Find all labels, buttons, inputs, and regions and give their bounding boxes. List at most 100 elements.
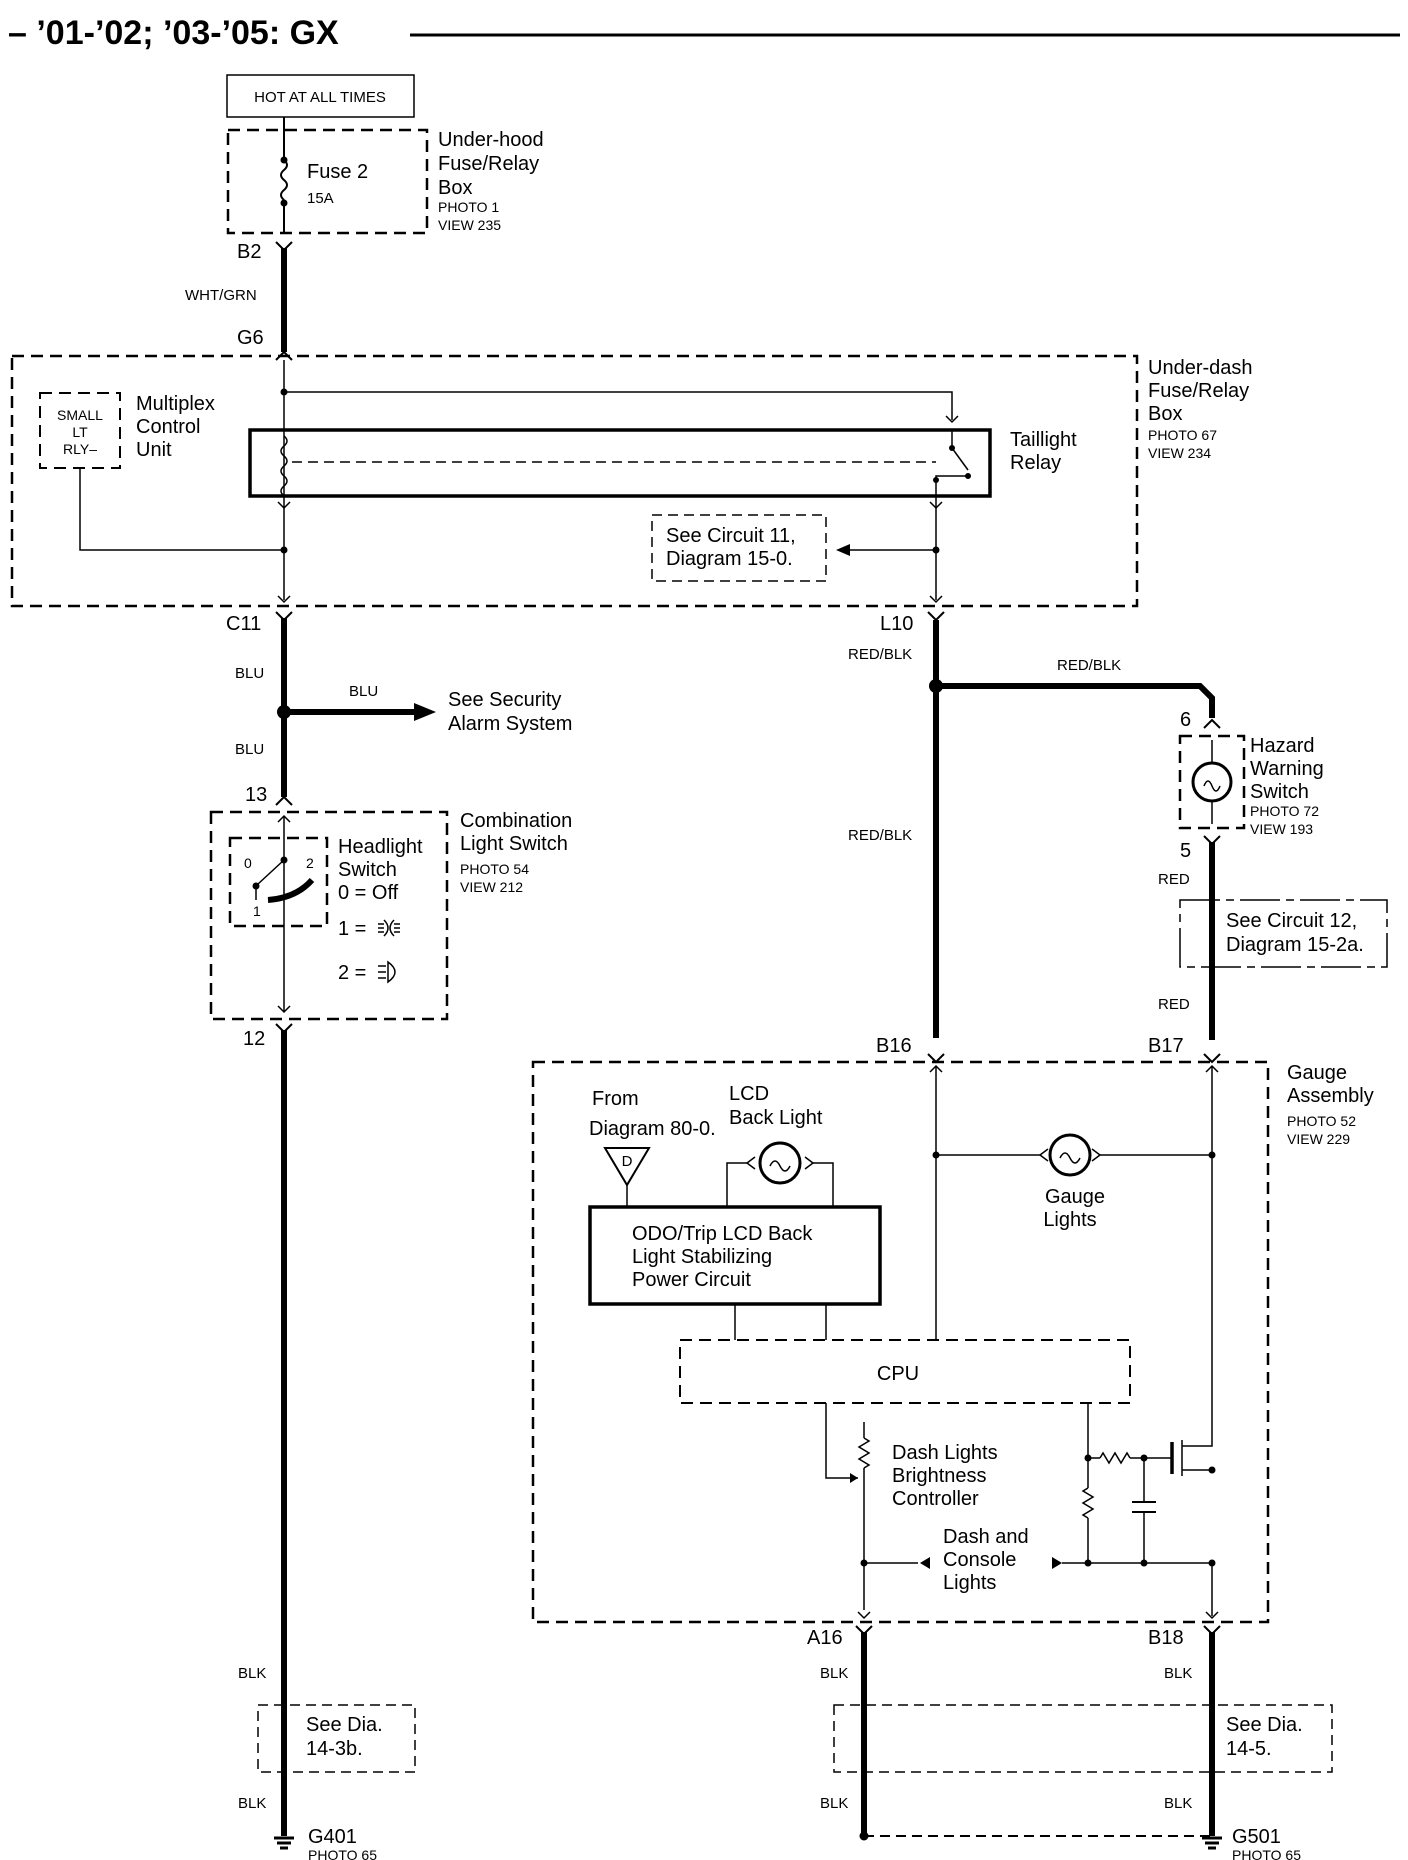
wire-label-blk-4: BLK (1164, 1665, 1192, 1682)
from-line-1: From (592, 1088, 639, 1110)
underhood-name-2: Fuse/Relay (438, 153, 539, 175)
headlight-switch-box (228, 836, 329, 928)
wire-label-red-blk-2: RED/BLK (848, 827, 912, 844)
headlight-two: 2 = (338, 962, 366, 984)
underhood-photo: PHOTO 1 (438, 199, 499, 215)
mcu-name-3: Unit (136, 439, 172, 461)
wire-label-red-2: RED (1158, 996, 1190, 1013)
gauge-name-2: Assembly (1287, 1085, 1374, 1107)
headlight-name-1: Headlight (338, 836, 423, 858)
odo-line-2: Light Stabilizing (632, 1246, 772, 1268)
left-see-dia-line-2: 14-3b. (306, 1738, 363, 1760)
fuse-rating: 15A (307, 190, 334, 207)
dash-console-line-3: Lights (943, 1572, 996, 1594)
connector-c11: C11 (226, 613, 261, 635)
combo-name-1: Combination (460, 810, 572, 832)
mosfet-transistor (1170, 1440, 1213, 1476)
d-terminal-label: D (622, 1153, 633, 1170)
dimmer-line-1: Dash Lights (892, 1442, 998, 1464)
connector-hazard-6: 6 (1180, 709, 1191, 731)
fuse-name: Fuse 2 (307, 161, 368, 183)
gauge-lights-line-1: Gauge (1045, 1186, 1105, 1208)
fuse-symbol (280, 159, 288, 201)
from-line-2: Diagram 80-0. (589, 1118, 716, 1140)
see-circuit-11-line-1: See Circuit 11, (666, 525, 796, 547)
mcu-module-line-1: SMALL (57, 407, 103, 423)
security-line-1: See Security (448, 689, 561, 711)
underdash-box (10, 354, 1139, 608)
parking-light-icon (378, 919, 400, 937)
headlight-pos-0: 0 (244, 855, 252, 871)
headlight-pos-1: 1 (253, 903, 261, 919)
connector-b2: B2 (237, 241, 261, 263)
underhood-view: VIEW 235 (438, 217, 501, 233)
ground-g401-photo: PHOTO 65 (308, 1847, 377, 1860)
gauge-photo: PHOTO 52 (1287, 1113, 1356, 1129)
underdash-view: VIEW 234 (1148, 445, 1211, 461)
relay-name-1: Taillight (1010, 429, 1077, 451)
see-circuit-12-line-1: See Circuit 12, (1226, 910, 1357, 932)
ground-g401-icon (274, 1836, 294, 1850)
wire-label-blu-1: BLU (235, 665, 264, 682)
diagram-title: – ’01-’02; ’03-’05: GX (8, 14, 339, 52)
hazard-photo: PHOTO 72 (1250, 803, 1319, 819)
dimmer-line-2: Brightness (892, 1465, 987, 1487)
see-circuit-11-box (651, 514, 827, 582)
cpu-label: CPU (877, 1363, 919, 1385)
dash-console-line-1: Dash and (943, 1526, 1029, 1548)
headlight-off: 0 = Off (338, 882, 399, 904)
wire-label-blu-3: BLU (235, 741, 264, 758)
ground-g501: G501 (1232, 1826, 1281, 1848)
combination-switch-box (209, 810, 449, 1021)
lcd-line-1: LCD (729, 1083, 769, 1105)
wire-label-blu-2: BLU (349, 683, 378, 700)
see-circuit-11-line-2: Diagram 15-0. (666, 548, 793, 570)
hazard-indicator-bulb (1191, 761, 1233, 803)
hazard-name-1: Hazard (1250, 735, 1314, 757)
left-see-dia-line-1: See Dia. (306, 1714, 383, 1736)
underdash-name-1: Under-dash (1148, 357, 1253, 379)
wire-red-blk-hazard (936, 683, 1215, 718)
gauge-view: VIEW 229 (1287, 1131, 1350, 1147)
wire-label-wht-grn: WHT/GRN (185, 287, 257, 304)
lcd-line-2: Back Light (729, 1107, 823, 1129)
underhood-name-1: Under-hood (438, 129, 544, 151)
gauge-lights-line-2: Lights (1043, 1209, 1096, 1231)
right-see-dia-box (833, 1704, 1333, 1773)
underhood-name-3: Box (438, 177, 472, 199)
gauge-assembly-box (531, 1060, 1270, 1624)
gauge-light-bulb (1048, 1133, 1092, 1177)
mcu-name-2: Control (136, 416, 200, 438)
wire-label-blk-1: BLK (238, 1665, 266, 1682)
gate-resistor (1099, 1451, 1131, 1465)
wire-label-blk-5: BLK (820, 1795, 848, 1812)
connector-g6: G6 (237, 327, 264, 349)
odo-line-3: Power Circuit (632, 1269, 751, 1291)
connector-12: 12 (243, 1028, 265, 1050)
connector-13: 13 (245, 784, 267, 806)
wire-label-blk-3: BLK (820, 1665, 848, 1682)
combo-name-2: Light Switch (460, 833, 568, 855)
dimmer-line-3: Controller (892, 1488, 979, 1510)
mcu-module-line-3: RLY– (63, 441, 97, 457)
ground-g401: G401 (308, 1826, 357, 1848)
dash-console-line-2: Console (943, 1549, 1016, 1571)
switch-contact-arc (267, 877, 315, 903)
relay-name-2: Relay (1010, 452, 1061, 474)
wire-label-red-1: RED (1158, 871, 1190, 888)
connector-b16: B16 (876, 1035, 912, 1057)
combo-photo: PHOTO 54 (460, 861, 529, 877)
relay-coil (280, 435, 288, 497)
connector-a16: A16 (807, 1627, 843, 1649)
hazard-name-3: Switch (1250, 781, 1309, 803)
ground-g501-icon (1202, 1836, 1222, 1850)
underhood-box (226, 128, 429, 235)
power-source-label: HOT AT ALL TIMES (254, 89, 386, 106)
underdash-name-2: Fuse/Relay (1148, 380, 1249, 402)
security-line-2: Alarm System (448, 713, 572, 735)
connector-hazard-5: 5 (1180, 840, 1191, 862)
d-terminal-triangle (603, 1147, 651, 1187)
see-circuit-12-box (1179, 899, 1388, 968)
underdash-name-3: Box (1148, 403, 1182, 425)
